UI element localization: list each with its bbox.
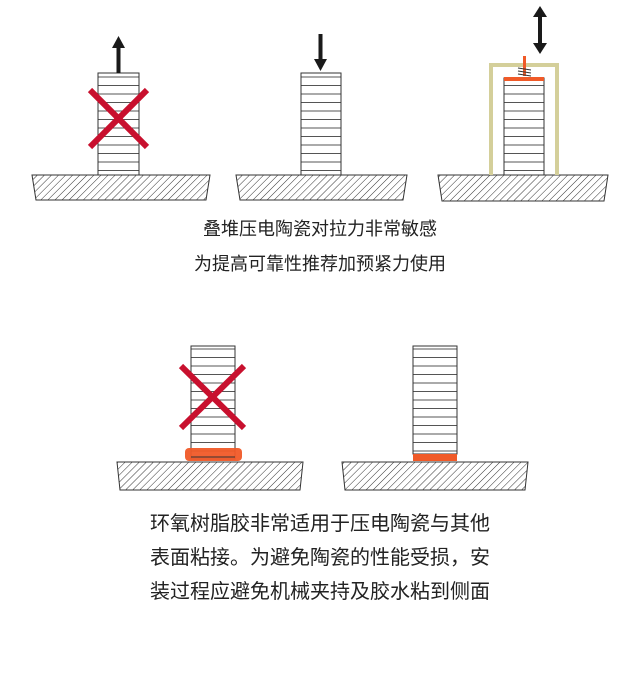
- preload-plate: [504, 77, 544, 81]
- caption-bottom-line3: 装过程应避免机械夹持及胶水粘到侧面: [150, 579, 490, 603]
- excess-glue: [185, 448, 242, 461]
- piezo-stack: [412, 345, 458, 455]
- piezo-stack: [300, 72, 342, 176]
- glue-wrong-example: [116, 345, 304, 491]
- piezo-stack: [190, 345, 236, 460]
- caption-top-line2: 为提高可靠性推荐加预紧力使用: [194, 254, 446, 275]
- caption-bottom-line1: 环氧树脂胶非常适用于压电陶瓷与其他: [150, 511, 490, 535]
- glue-layer: [413, 454, 457, 461]
- tension-example: [31, 36, 211, 201]
- spring-icon: [517, 67, 532, 77]
- caption-bottom: 环氧树脂胶非常适用于压电陶瓷与其他 表面粘接。为避免陶瓷的性能受损，安 装过程应…: [0, 506, 640, 608]
- base-block: [235, 174, 408, 201]
- cross-icon: [87, 87, 150, 150]
- compression-example: [235, 34, 408, 201]
- base-block: [116, 461, 304, 491]
- caption-bottom-line2: 表面粘接。为避免陶瓷的性能受损，安: [150, 545, 490, 569]
- base-block: [341, 461, 529, 491]
- caption-top: 叠堆压电陶瓷对拉力非常敏感 为提高可靠性推荐加预紧力使用: [0, 212, 640, 282]
- base-block: [437, 174, 609, 202]
- piezo-stack: [503, 77, 545, 176]
- piezo-stack: [97, 72, 140, 176]
- double-arrow-icon: [533, 6, 547, 54]
- arrow-down-icon: [314, 34, 327, 71]
- caption-top-line1: 叠堆压电陶瓷对拉力非常敏感: [203, 219, 437, 240]
- arrow-up-icon: [112, 36, 125, 73]
- base-block: [31, 174, 211, 201]
- cross-icon: [178, 363, 247, 431]
- preload-example: [437, 6, 609, 202]
- glue-correct-example: [341, 345, 529, 491]
